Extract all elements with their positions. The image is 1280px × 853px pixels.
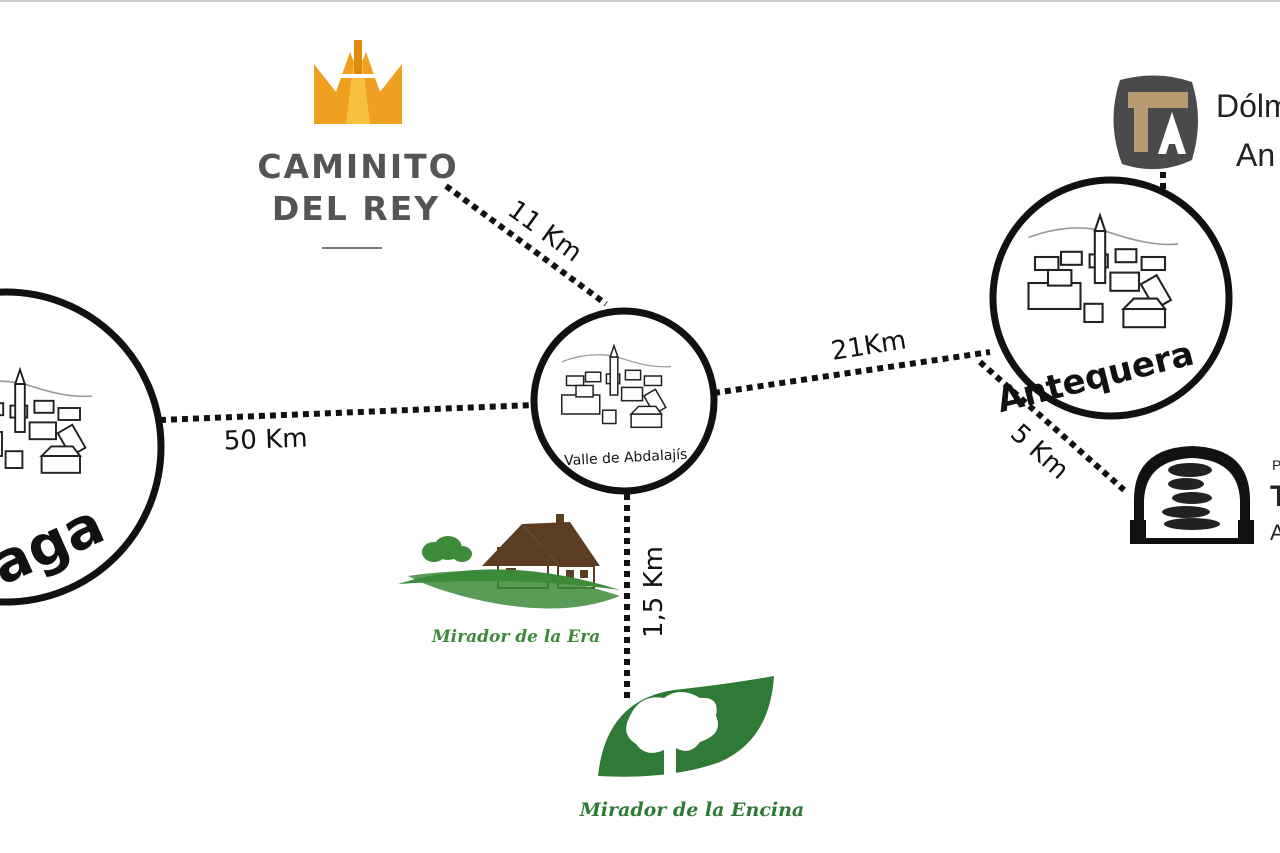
torcal-line3: A (1270, 520, 1280, 545)
distance-valle-antequera: 21Km (829, 325, 908, 366)
place-antequera[interactable]: Antequera (989, 176, 1233, 421)
caminito-line1: CAMINITO (257, 147, 458, 186)
place-torcal-antequera[interactable]: P T A (1130, 446, 1280, 545)
route-malaga-valle (159, 402, 535, 423)
valle-label: Valle de Abdalajís (564, 447, 688, 469)
torcal-line1: P (1272, 457, 1280, 473)
route-caminito-valle (444, 183, 608, 307)
mirador-era-label: Mirador de la Era (431, 627, 600, 647)
dolmenes-line1: Dólm (1216, 88, 1280, 124)
place-dolmenes-antequera[interactable]: Dólm An (1113, 75, 1280, 173)
antequera-circle (989, 176, 1233, 420)
mirador-encina-label: Mirador de la Encina (579, 799, 805, 821)
route-lines (159, 172, 1166, 698)
place-mirador-de-la-era[interactable]: Mirador de la Era (398, 514, 620, 647)
place-caminito-del-rey[interactable]: CAMINITO DEL REY (257, 40, 458, 249)
place-valle-de-abdalajis[interactable]: Valle de Abdalajís (530, 307, 718, 495)
house-icon (398, 514, 620, 609)
dolmenes-line2: An (1236, 137, 1275, 173)
torcal-rock-icon (1130, 446, 1254, 544)
torcal-line2: T (1270, 480, 1280, 513)
top-border (0, 0, 1280, 2)
distance-antequera-torcal: 5 Km (1004, 418, 1074, 485)
dolmen-icon (1113, 75, 1198, 170)
distance-malaga-valle: 50 Km (223, 424, 308, 457)
place-malaga[interactable]: aga (0, 288, 165, 606)
distance-valle-encina: 1,5 Km (639, 546, 669, 638)
route-valle-antequera (713, 349, 991, 396)
crown-icon (314, 40, 402, 124)
leaf-tree-icon (598, 676, 774, 777)
caminito-line2: DEL REY (272, 189, 440, 228)
place-mirador-de-la-encina[interactable]: Mirador de la Encina (579, 676, 805, 821)
